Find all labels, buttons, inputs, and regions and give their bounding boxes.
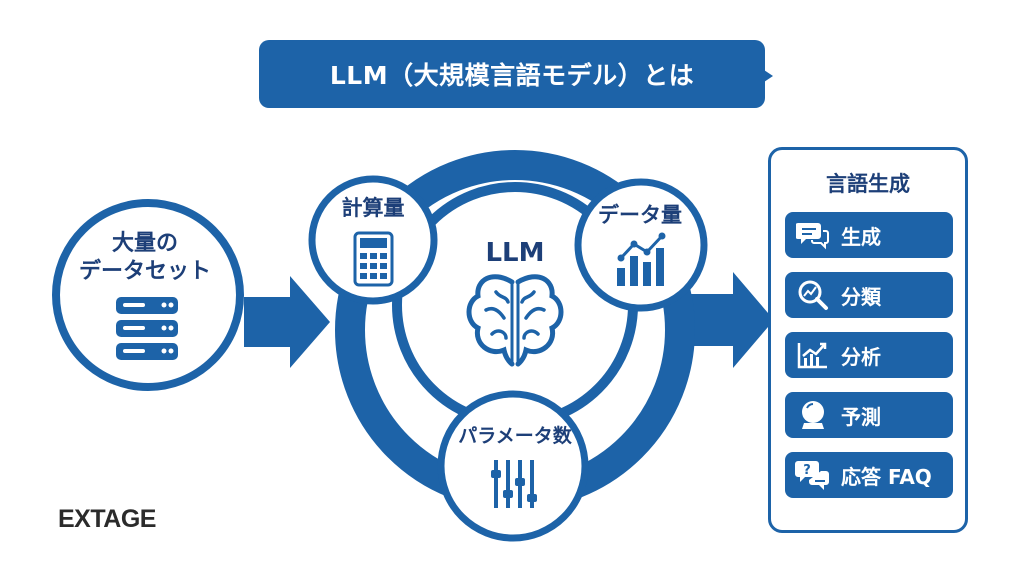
task-analyze: 分析	[785, 332, 953, 378]
brain-icon	[466, 274, 564, 367]
line-chart-icon	[791, 332, 835, 378]
parameters-circle	[437, 390, 589, 542]
output-arrow	[688, 272, 774, 368]
company-logo: EXTAGE	[58, 505, 156, 533]
dataset-label: 大量の データセット	[78, 231, 211, 284]
title-banner: LLM（大規模言語モデル）とは	[259, 40, 765, 108]
input-arrow	[244, 276, 330, 368]
task-label: 分類	[841, 284, 881, 309]
server-stack-icon	[116, 297, 178, 360]
sliders-icon	[491, 460, 537, 508]
compute-label: 計算量	[341, 196, 405, 220]
dataset-circle	[52, 199, 244, 391]
output-panel: 言語生成 生成 分類	[768, 147, 968, 533]
task-generate: 生成	[785, 212, 953, 258]
page-title: LLM（大規模言語モデル）とは	[329, 61, 695, 90]
bar-line-chart-icon	[617, 232, 666, 286]
output-panel-title: 言語生成	[826, 172, 910, 196]
data-volume-circle	[574, 178, 708, 312]
data-volume-label: データ量	[598, 203, 682, 227]
task-label: 予測	[841, 404, 881, 429]
calculator-icon	[353, 231, 394, 287]
task-label: 応答 FAQ	[841, 464, 932, 489]
parameters-label: パラメータ数	[458, 425, 572, 447]
faq-bubbles-icon: ?	[791, 452, 835, 498]
task-classify: 分類	[785, 272, 953, 318]
speech-bubbles-icon	[791, 212, 835, 258]
title-banner-tail	[764, 70, 773, 82]
crystal-ball-icon	[791, 392, 835, 438]
task-predict: 予測	[785, 392, 953, 438]
llm-label: LLM	[485, 238, 545, 268]
svg-text:?: ?	[803, 463, 811, 478]
task-label: 分析	[841, 344, 881, 369]
magnifier-chart-icon	[791, 272, 835, 318]
task-label: 生成	[841, 224, 881, 249]
task-faq: ? 応答 FAQ	[785, 452, 953, 498]
